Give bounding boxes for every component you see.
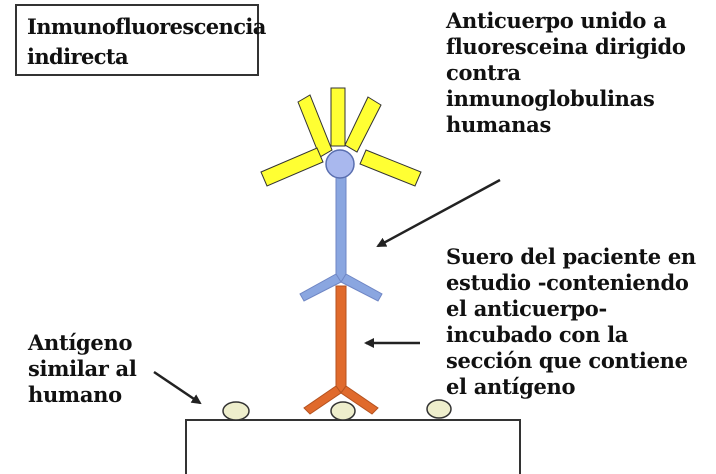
secondary-antibody-label: Anticuerpo unido a fluoresceina dirigido… [446,8,686,138]
patient-serum-label-line-2: estudio -conteniendo [446,270,689,295]
secondary-antibody-label-line-5: humanas [446,112,551,137]
patient-serum-label-line-1: Suero del paciente en [446,244,696,269]
patient-serum-label-line-3: el anticuerpo- [446,296,607,321]
antigen-group [222,399,452,421]
secondary-antibody-label-line-4: inmunoglobulinas [446,86,655,111]
antigen-2 [330,401,356,421]
primary-antibody-stem [335,285,347,393]
arrow-to-secondary-antibody [376,178,501,248]
antigen-label-line-2: similar al [28,356,137,381]
fluorescein-ray-top [330,87,346,147]
primary-antibody-right-arm [340,385,379,415]
antigen-1 [222,401,250,421]
patient-serum-label: Suero del paciente en estudio -contenien… [446,244,696,400]
antigen-label-line-3: humano [28,382,122,407]
antigen-label: Antígeno similar al humano [28,330,137,408]
patient-serum-label-line-5: sección que contiene [446,348,688,373]
arrow-to-antigen [153,370,202,405]
title-line-1: Inmunofluorescencia [27,14,266,39]
primary-antibody [303,285,379,415]
secondary-antibody-head [325,149,355,179]
primary-antibody-left-arm [303,385,342,415]
antigen-label-line-1: Antígeno [28,330,133,355]
antigen-3 [426,399,452,419]
title-line-2: indirecta [27,44,129,69]
secondary-antibody-label-line-1: Anticuerpo unido a [446,8,667,33]
title-box: Inmunofluorescencia indirecta [15,4,266,76]
secondary-antibody-label-line-3: contra [446,60,521,85]
fluorescein-ray-upper-right [344,96,382,153]
secondary-antibody-right-arm [340,273,383,302]
fluorescein-group [260,87,422,187]
fluorescein-ray-lower-left [260,147,324,187]
tissue-section [185,419,521,474]
secondary-antibody-stem [335,175,347,283]
patient-serum-label-line-4: incubado con la [446,322,629,347]
fluorescein-ray-upper-left [297,94,333,158]
secondary-antibody-label-line-2: fluoresceina dirigido [446,34,686,59]
secondary-antibody [299,175,383,302]
fluorescein-ray-lower-right [359,149,422,187]
patient-serum-label-line-6: el antígeno [446,374,576,399]
secondary-antibody-left-arm [299,273,342,302]
